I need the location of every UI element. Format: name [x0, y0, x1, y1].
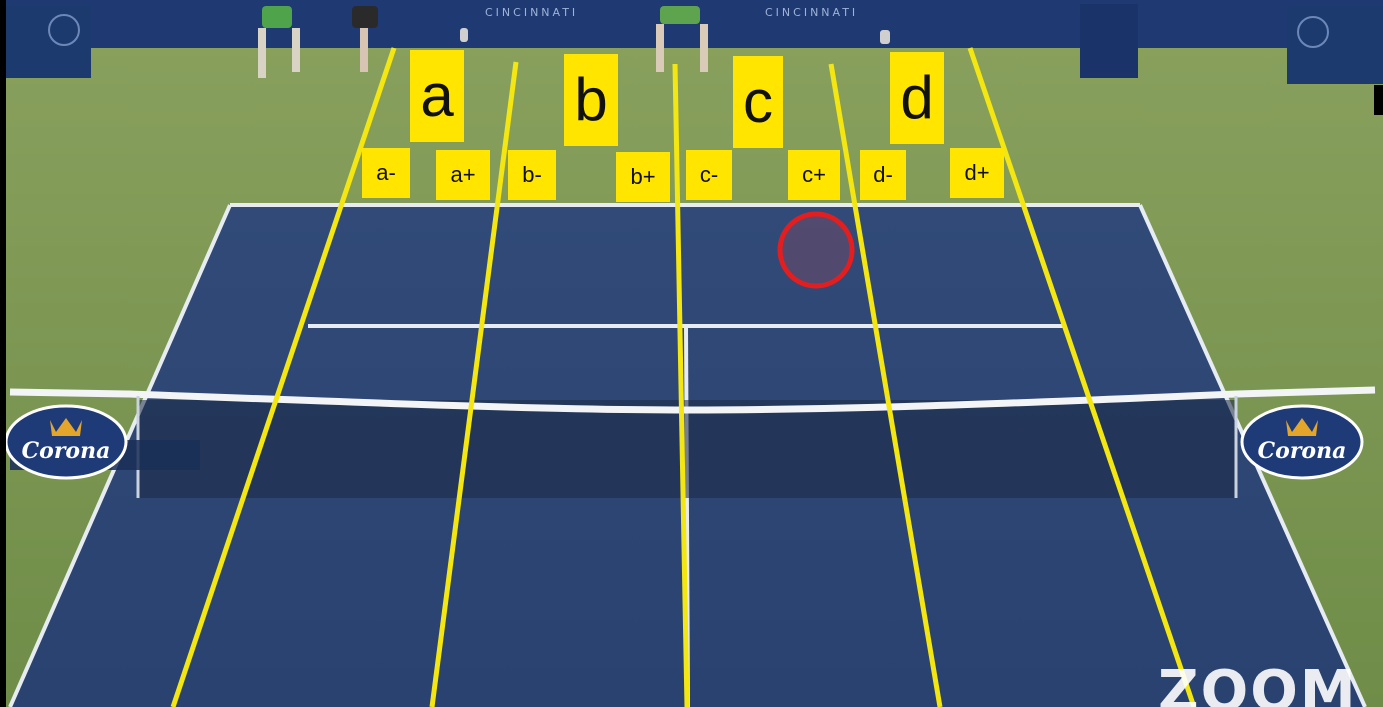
corner-sign-left [6, 6, 91, 78]
zone-label-c: c [733, 56, 783, 148]
stadium-sign-left: CINCINNATI [485, 6, 578, 19]
sponsor-board-right: Corona [1242, 406, 1362, 478]
sponsor-name-left: Corona [22, 438, 111, 464]
sponsor-name-right: Corona [1258, 438, 1347, 464]
zone-label-b: b [564, 54, 618, 146]
frame-left-edge [0, 0, 6, 707]
zone-label-a-minus: a- [362, 148, 410, 198]
zone-label-d-plus: d+ [950, 148, 1004, 198]
tennis-net [10, 390, 1375, 498]
zone-label-d-minus: d- [860, 150, 906, 200]
zone-label-c-minus: c- [686, 150, 732, 200]
target-circle-icon [780, 214, 852, 286]
frame-right-notch [1374, 85, 1383, 115]
zone-label-a: a [410, 50, 464, 142]
umpire-box [1080, 4, 1138, 78]
zone-label-c-plus: c+ [788, 150, 840, 200]
corner-sign-right [1287, 6, 1383, 84]
zone-label-d: d [890, 52, 944, 144]
zone-label-a-plus: a+ [436, 150, 490, 200]
stadium-sign-right: CINCINNATI [765, 6, 858, 19]
zone-label-b-minus: b- [508, 150, 556, 200]
zoom-watermark: ZOOM [1158, 664, 1358, 707]
zone-label-b-plus: b+ [616, 152, 670, 202]
